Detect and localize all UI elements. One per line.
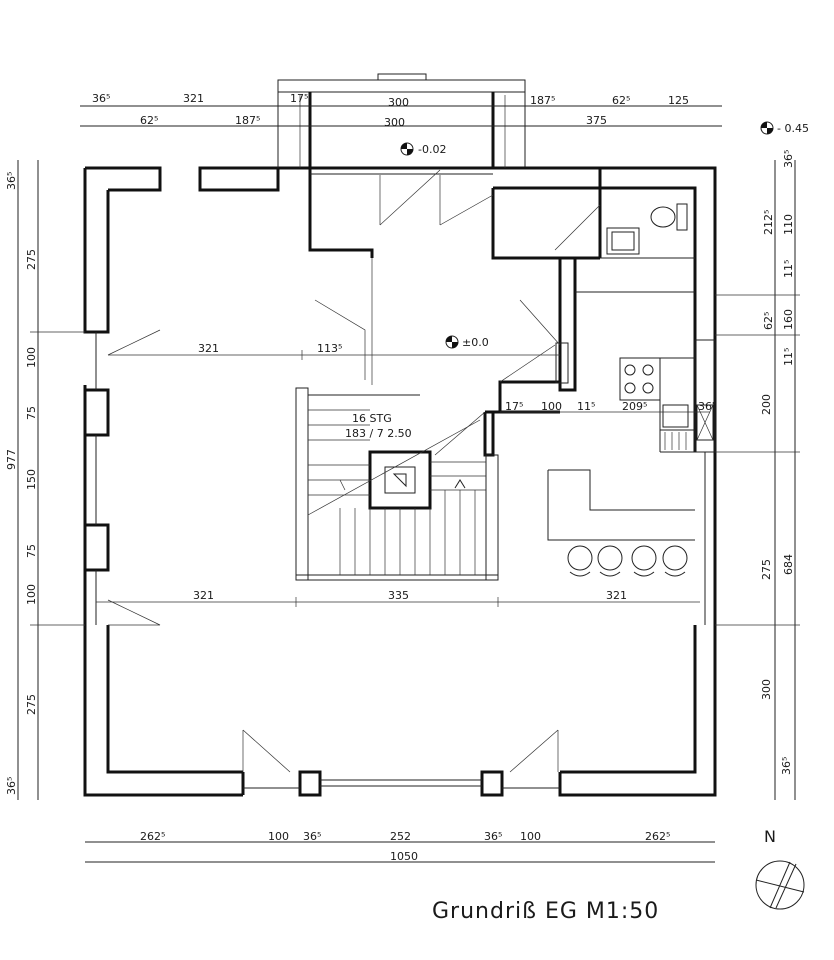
dim-top-outer: 62⁵ <box>612 94 630 107</box>
dim-left: 36⁵ <box>5 777 18 795</box>
level-label-main: ±0.0 <box>462 336 489 349</box>
dim-right-total: 684 <box>782 554 795 575</box>
dim-left-total: 977 <box>5 449 18 470</box>
dim-interior: 17⁵ <box>505 400 523 413</box>
door-swings <box>107 258 561 773</box>
dim-right: 11⁵ <box>782 348 795 366</box>
exterior-walls <box>83 166 717 797</box>
dim-interior: 321 <box>606 589 627 602</box>
dim-bottom-inner: 36⁵ <box>303 830 321 843</box>
dim-right: 36⁵ <box>780 757 793 775</box>
dim-interior: 321 <box>193 589 214 602</box>
dim-interior: 11⁵ <box>577 400 595 413</box>
dim-top-inner: 62⁵ <box>140 114 158 127</box>
bathroom <box>554 188 695 259</box>
dim-interior: 209⁵ <box>622 400 647 413</box>
dim-top-inner: 187⁵ <box>235 114 260 127</box>
dim-bottom-inner: 262⁵ <box>140 830 165 843</box>
dim-interior: 36⁵ <box>698 400 716 413</box>
terrace-area <box>277 73 602 260</box>
bar-stools <box>567 545 688 577</box>
dim-top-outer: 125 <box>668 94 689 107</box>
kitchen <box>547 357 714 577</box>
dim-interior: 100 <box>541 400 562 413</box>
interior-walls <box>483 258 716 457</box>
dim-top-outer: 321 <box>183 92 204 105</box>
level-marker-main <box>445 335 459 349</box>
dim-right: 212⁵ <box>762 210 775 235</box>
dim-bottom-inner: 100 <box>520 830 541 843</box>
dim-right: 36⁵ <box>782 150 795 168</box>
dim-left: 100 <box>25 347 38 368</box>
dim-right: 275 <box>760 559 773 580</box>
dim-left: 75 <box>25 406 38 420</box>
dim-left: 100 <box>25 584 38 605</box>
dim-top-inner: 300 <box>384 116 405 129</box>
dim-right: 300 <box>760 679 773 700</box>
dim-top-outer: 17⁵ <box>290 92 308 105</box>
stair-treads <box>308 409 486 575</box>
level-label-outside: - 0.45 <box>777 122 809 135</box>
dim-bottom-inner: 262⁵ <box>645 830 670 843</box>
dim-right: 200 <box>760 394 773 415</box>
dim-bottom-total: 1050 <box>390 850 418 863</box>
dim-left: 36⁵ <box>5 172 18 190</box>
dim-interior: 113⁵ <box>317 342 342 355</box>
drawing-title: Grundriß EG M1:50 <box>432 899 659 924</box>
dim-bottom-inner: 252 <box>390 830 411 843</box>
dim-right: 110 <box>782 214 795 235</box>
left-dimension-labels: 36⁵ 275 100 75 150 75 100 275 36⁵ 977 <box>5 172 38 795</box>
interior-dimension-lines <box>96 350 710 607</box>
level-marker-outside <box>760 121 774 135</box>
dim-top-outer: 187⁵ <box>530 94 555 107</box>
staircase <box>295 387 499 581</box>
dim-top-outer: 36⁵ <box>92 92 110 105</box>
dim-right: 11⁵ <box>782 260 795 278</box>
dim-interior: 321 <box>198 342 219 355</box>
dim-bottom-inner: 100 <box>268 830 289 843</box>
dim-right: 160 <box>782 309 795 330</box>
dim-top-outer: 300 <box>388 96 409 109</box>
dim-interior: 335 <box>388 589 409 602</box>
stair-formula-label: 183 / 7 2.50 <box>345 427 412 440</box>
dim-bottom-inner: 36⁵ <box>484 830 502 843</box>
north-arrow <box>755 860 805 910</box>
right-dimension-labels: 36⁵ 212⁵ 110 11⁵ 62⁵ 160 11⁵ 200 275 300… <box>760 150 795 775</box>
exterior-dimension-lines <box>17 105 800 863</box>
north-label: N <box>764 827 776 846</box>
dim-left: 275 <box>25 249 38 270</box>
level-marker-terrace <box>400 142 414 156</box>
dim-left: 150 <box>25 469 38 490</box>
dim-left: 75 <box>25 544 38 558</box>
dim-top-inner: 375 <box>586 114 607 127</box>
level-label-terrace: -0.02 <box>418 143 446 156</box>
stair-steps-label: 16 STG <box>352 412 392 425</box>
dim-left: 275 <box>25 694 38 715</box>
dim-right: 62⁵ <box>762 312 775 330</box>
